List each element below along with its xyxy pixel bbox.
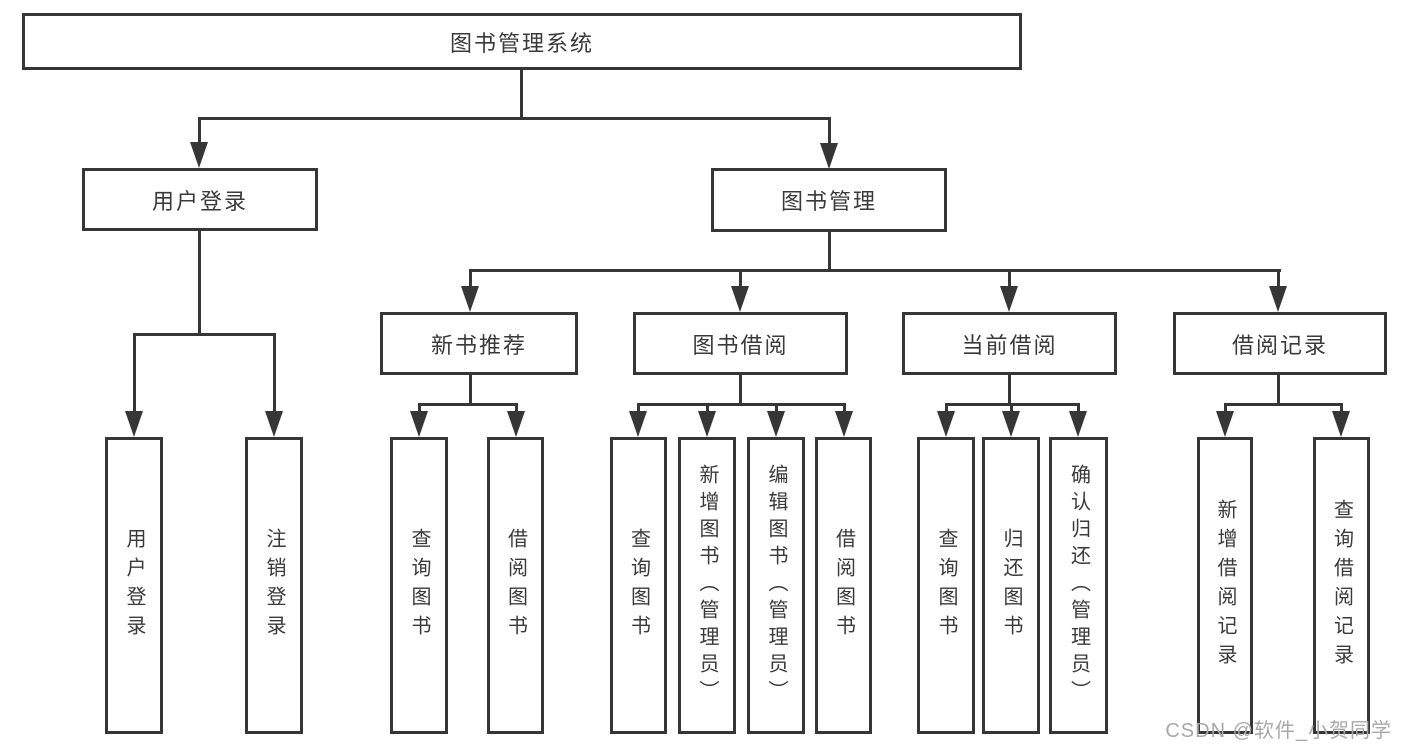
- leaf-borrow-books-recommend-label: 借阅图书: [504, 527, 527, 644]
- arrow-to-user-login: [190, 142, 208, 168]
- connector-stem-leaf-login: [133, 333, 136, 417]
- connector-root-bus: [198, 117, 831, 120]
- arrow-to-g5a: [1216, 411, 1234, 437]
- connector-newbooks-bus: [418, 403, 518, 406]
- node-book-management: 图书管理: [711, 168, 947, 232]
- connector-stem-g2b: [515, 403, 518, 417]
- arrow-to-g3b: [698, 411, 716, 437]
- connector-bookborrow-stem: [739, 375, 742, 406]
- node-current-borrow: 当前借阅: [902, 312, 1117, 375]
- connector-stem-g3c: [775, 403, 778, 417]
- connector-stem-g3d: [843, 403, 846, 417]
- connector-stem-g4b: [1010, 403, 1013, 417]
- node-borrow-records-label: 借阅记录: [1231, 332, 1328, 358]
- connector-borrowrecords-bus: [1224, 403, 1342, 406]
- leaf-add-borrow-record-label: 新增借阅记录: [1214, 498, 1236, 673]
- arrow-to-g3a: [629, 411, 647, 437]
- arrow-to-currentborrow: [1000, 286, 1018, 312]
- leaf-add-borrow-record: 新增借阅记录: [1197, 437, 1253, 734]
- node-new-book-recommend-label: 新书推荐: [430, 332, 527, 358]
- node-book-management-label: 图书管理: [780, 189, 877, 214]
- leaf-query-books-borrow-label: 查询图书: [627, 527, 650, 644]
- connector-stem-bookborrow: [739, 269, 742, 291]
- arrow-to-newbooks: [461, 286, 479, 312]
- connector-newbooks-stem: [469, 375, 472, 406]
- arrow-to-g3c: [767, 411, 785, 437]
- arrow-to-g5b: [1332, 411, 1350, 437]
- connector-stem-g5b: [1340, 403, 1343, 417]
- node-user-login-label: 用户登录: [151, 188, 248, 214]
- node-user-login: 用户登录: [82, 168, 318, 231]
- watermark-text: CSDN @软件_小贺同学: [1165, 720, 1392, 742]
- leaf-user-login-label: 用户登录: [123, 527, 145, 644]
- connector-stem-g3a: [637, 403, 640, 417]
- node-root: 图书管理系统: [22, 13, 1022, 70]
- leaf-confirm-return-admin: 确认归还（管理员）: [1049, 437, 1108, 734]
- connector-stem-borrowrecords: [1277, 269, 1280, 291]
- connector-stem-g3b: [706, 403, 709, 417]
- leaf-user-login: 用户登录: [105, 437, 163, 734]
- leaf-borrow-books-recommend: 借阅图书: [487, 437, 544, 734]
- leaf-add-books-admin-label: 新增图书（管理员）: [696, 464, 718, 707]
- node-new-book-recommend: 新书推荐: [380, 312, 578, 375]
- arrow-to-borrowrecords: [1269, 286, 1287, 312]
- arrow-to-book-mgmt: [820, 143, 838, 169]
- leaf-confirm-return-admin-label: 确认归还（管理员）: [1067, 464, 1090, 707]
- arrow-to-leaf-logout: [265, 411, 283, 437]
- connector-root-stem: [520, 68, 523, 118]
- leaf-add-books-admin: 新增图书（管理员）: [678, 437, 736, 734]
- leaf-query-books-current: 查询图书: [917, 437, 975, 734]
- connector-stem-newbooks: [469, 269, 472, 291]
- leaf-logout: 注销登录: [245, 437, 303, 734]
- connector-stem-g5a: [1224, 403, 1227, 417]
- connector-stem-user-login: [198, 117, 201, 147]
- connector-stem-g4a: [945, 403, 948, 417]
- arrow-to-g4b: [1002, 411, 1020, 437]
- connector-stem-leaf-logout: [273, 333, 276, 417]
- connector-currentborrow-stem: [1008, 375, 1011, 406]
- connector-bookmgmt-bus: [469, 269, 1281, 272]
- connector-stem-g2a: [418, 403, 421, 417]
- leaf-query-books-borrow: 查询图书: [610, 437, 667, 734]
- leaf-edit-books-admin-label: 编辑图书（管理员）: [765, 464, 787, 707]
- node-borrow-records: 借阅记录: [1173, 312, 1387, 375]
- node-book-borrow: 图书借阅: [633, 312, 848, 375]
- leaf-query-borrow-record-label: 查询借阅记录: [1330, 498, 1353, 673]
- connector-bookmgmt-stem: [828, 232, 831, 272]
- leaf-edit-books-admin: 编辑图书（管理员）: [747, 437, 805, 734]
- node-root-label: 图书管理系统: [449, 30, 594, 56]
- connector-stem-g4c: [1077, 403, 1080, 417]
- connector-stem-book-mgmt: [828, 117, 831, 148]
- arrow-to-g4a: [937, 411, 955, 437]
- node-book-borrow-label: 图书借阅: [692, 332, 789, 358]
- leaf-query-books-current-label: 查询图书: [935, 527, 957, 644]
- leaf-return-books: 归还图书: [982, 437, 1040, 734]
- arrow-to-g3d: [835, 411, 853, 437]
- connector-stem-currentborrow: [1008, 269, 1011, 291]
- leaf-return-books-label: 归还图书: [1000, 527, 1022, 644]
- arrow-to-g4c: [1069, 411, 1087, 437]
- connector-borrowrecords-stem: [1277, 375, 1280, 406]
- arrow-to-leaf-login: [125, 411, 143, 437]
- leaf-borrow-books-label: 借阅图书: [832, 527, 855, 644]
- leaf-query-books-recommend-label: 查询图书: [408, 527, 430, 644]
- leaf-query-books-recommend: 查询图书: [390, 437, 448, 734]
- connector-bookborrow-bus: [637, 403, 845, 406]
- arrow-to-g2b: [507, 411, 525, 437]
- arrow-to-bookborrow: [731, 286, 749, 312]
- leaf-logout-label: 注销登录: [263, 527, 285, 644]
- node-current-borrow-label: 当前借阅: [961, 332, 1058, 358]
- connector-userlogin-bus: [133, 333, 276, 336]
- leaf-query-borrow-record: 查询借阅记录: [1313, 437, 1370, 734]
- arrow-to-g2a: [410, 411, 428, 437]
- connector-userlogin-stem: [198, 231, 201, 336]
- leaf-borrow-books: 借阅图书: [815, 437, 872, 734]
